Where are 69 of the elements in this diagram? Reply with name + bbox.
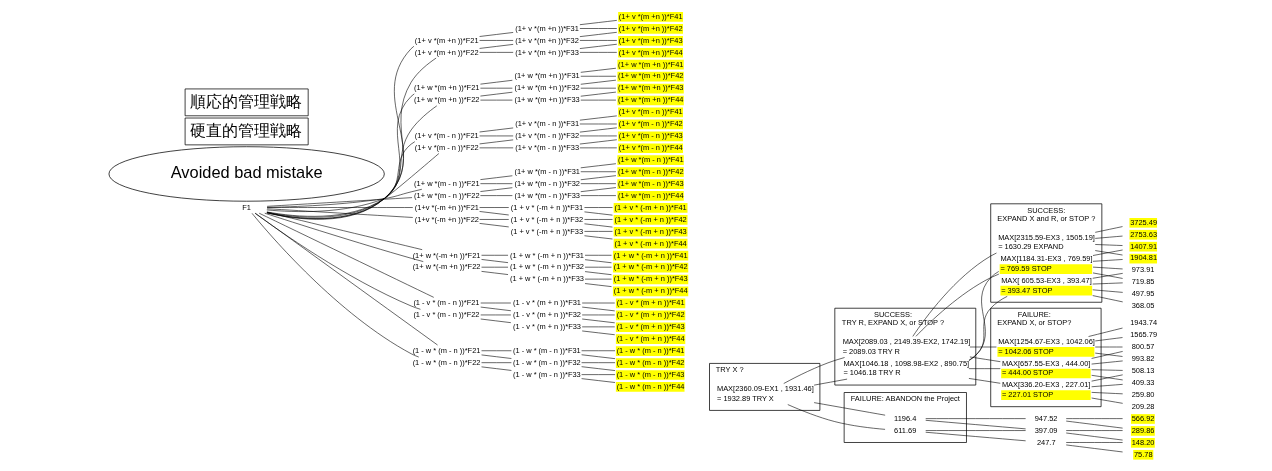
node-text: (1+ w *(m +n ))*F21 [414, 83, 480, 93]
node-text: (1 - v * (m - n ))*F22 [413, 310, 480, 320]
node-text: (1 + w * (-m + n ))*F31 [509, 250, 584, 260]
node-text: 259.80 [1131, 389, 1155, 399]
node-text: MAX[1046.18 , 1098.98-EX2 , 890.75] = 1046.18 TRY R [843, 358, 970, 378]
node-text: (1+ v *(m - n ))*F33 [515, 143, 580, 153]
node-text: MAX[2360.09-EX1 , 1931.46] = 1932.89 TRY X [716, 384, 814, 403]
node-text: (1+ w *(m +n ))*F33 [514, 95, 580, 105]
node-text: (1+ w *(m - n ))*F22 [414, 190, 480, 200]
node-text: (1 + w * (-m + n ))*F33 [509, 274, 584, 284]
node-text: 1565.79 [1130, 330, 1158, 340]
node-text: (1 - w * (m - n ))*F21 [412, 345, 481, 355]
node-text: (1 - v * (m + n ))*F31 [512, 298, 581, 308]
node-text: 397.09 [1034, 425, 1058, 435]
node-text: (1+v *(-m +n ))*F21 [414, 202, 479, 212]
node-text: (1 + v * (-m + n ))*F32 [510, 214, 584, 224]
node-label: MAX[1254.67-EX3 , 1042.06] [998, 337, 1095, 347]
node-text: (1+ w *(m +n ))*F32 [514, 83, 580, 93]
node-text: 209.28 [1131, 401, 1155, 411]
node-text: 611.69 [894, 425, 917, 435]
node-text: (1+ w *(m - n ))*F32 [514, 178, 580, 188]
node-text: (1 + v * (-m + n ))*F31 [510, 202, 584, 212]
node-text: 508.13 [1131, 366, 1155, 376]
node-text: (1+ w *(-m +n ))*F22 [412, 262, 481, 272]
node-label: MAX[336.20-EX3 , 227.01] [1001, 380, 1091, 390]
node-text: (1+v *(-m +n ))*F22 [414, 214, 479, 224]
node-text: (1 + w * (-m + n ))*F32 [509, 262, 584, 272]
node-text: (1 - v * (m + n ))*F32 [512, 310, 581, 320]
node-label: MAX[ 605.53-EX3 , 393.47] [1001, 275, 1092, 285]
node-text: 719.85 [1131, 277, 1155, 287]
node-label: MAX[657.55-EX3 , 444.00] [1001, 358, 1091, 368]
node-text: 1943.74 [1130, 318, 1158, 328]
node-label: MAX[1184.31-EX3 , 769.59] [1000, 254, 1093, 264]
node-text: F1 [242, 202, 251, 212]
node-text: (1+ w *(-m +n ))*F21 [412, 250, 481, 260]
node-text: MAX[2089.03 , 2149.39-EX2, 1742.19] = 2089.03 TRY R [842, 337, 971, 356]
node-text: (1 - w * (m - n ))*F31 [512, 345, 581, 355]
node-text: 247.7 [1036, 437, 1056, 447]
node-text: 497.95 [1131, 289, 1155, 299]
node-text: (1 - w * (m - n ))*F33 [512, 369, 581, 379]
node-text: (1+ v *(m +n ))*F32 [515, 35, 579, 45]
node-text: 368.05 [1131, 301, 1155, 311]
node-text: (1+ v *(m +n ))*F33 [515, 47, 579, 57]
node-text: (1 + v * (-m + n ))*F33 [510, 226, 584, 236]
node-text: (1+ w *(m - n ))*F31 [514, 166, 580, 176]
node-text: 993.82 [1131, 354, 1155, 364]
node-text: (1 - w * (m - n ))*F32 [512, 357, 581, 367]
node-text: 800.57 [1131, 342, 1155, 352]
node-text: (1 - v * (m + n ))*F33 [512, 322, 581, 332]
node-text: MAX[2315.59-EX3 , 1505.19] = 1630.29 EXPAND [998, 232, 1095, 252]
node-text: 947.52 [1034, 413, 1058, 423]
node-text: (1+ v *(m - n ))*F31 [515, 119, 580, 129]
node-text: (1+ v *(m +n ))*F21 [414, 35, 479, 45]
node-text: 973.91 [1131, 265, 1155, 275]
node-text: (1+ v *(m - n ))*F32 [515, 131, 580, 141]
node-text: (1+ w *(m +n ))*F31 [514, 71, 580, 81]
node-text: (1+ v *(m +n ))*F31 [515, 23, 579, 33]
node-text: (1+ w *(m +n ))*F22 [414, 95, 480, 105]
node-text: 1196.4 [894, 413, 917, 423]
node-text: (1 - w * (m - n ))*F22 [412, 357, 481, 367]
node-text: (1 - v * (m - n ))*F21 [413, 298, 480, 308]
label: 順応的管理戦略 [189, 91, 302, 111]
node-text: (1+ w *(m - n ))*F33 [514, 190, 580, 200]
label: 硬直的管理戦略 [189, 120, 302, 140]
node-text: (1+ v *(m - n ))*F22 [414, 143, 479, 153]
node-text: 409.33 [1131, 378, 1155, 388]
node-text: (1+ v *(m +n ))*F22 [414, 47, 479, 57]
node-text: (1+ w *(m - n ))*F21 [414, 178, 480, 188]
node-text: (1+ v *(m - n ))*F21 [414, 131, 479, 141]
